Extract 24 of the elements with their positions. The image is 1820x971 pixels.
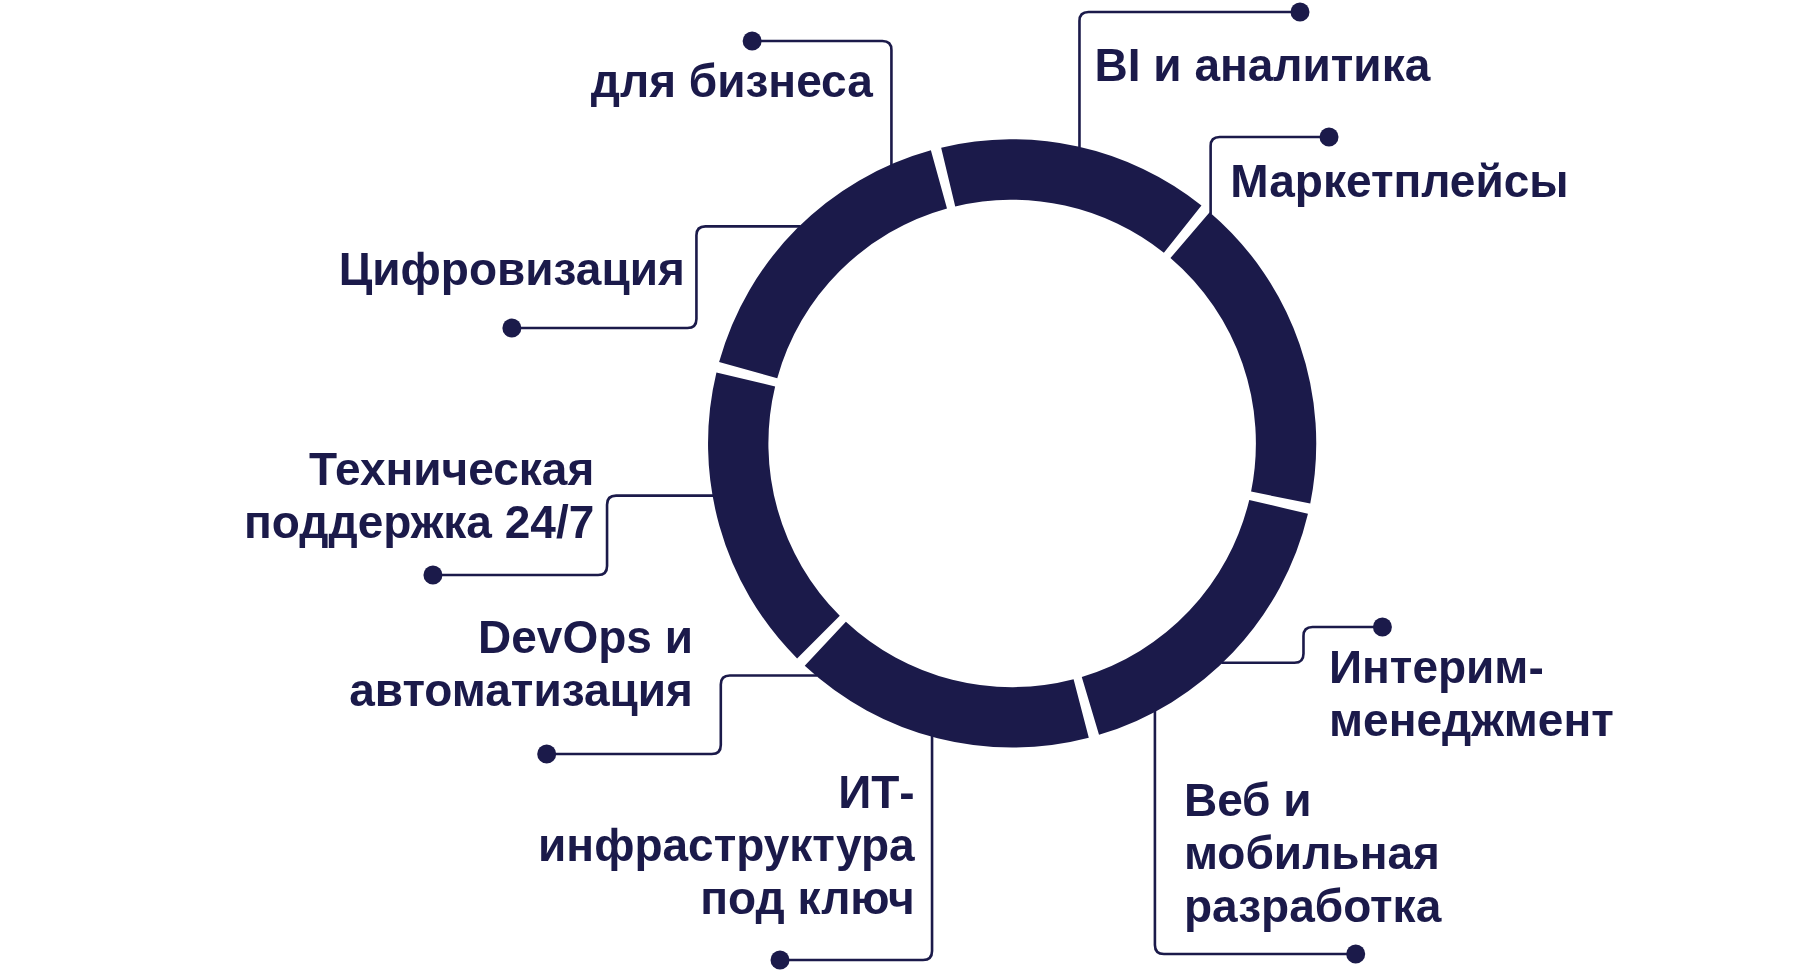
leader-line [1209,127,1339,215]
ring-segment [804,621,1089,748]
service-label: ИТ-инфраструктура под ключ [496,765,915,960]
service-label: Маркетплейсы [1230,136,1649,208]
ring-segment [1170,212,1317,504]
leader-line [1078,2,1310,148]
leader-line [423,494,714,585]
leader-line [537,674,818,764]
service-label: для бизнеса [455,40,873,108]
ring-segment [719,150,947,379]
leader-line [502,225,801,338]
ring-segment [941,139,1202,253]
leader-line [742,31,893,166]
leader-line [1221,617,1392,665]
leader-line [1153,710,1366,964]
service-label: BI и аналитика [1094,11,1513,92]
service-label: Веб и мобильная разработка [1183,773,1521,954]
service-label: Интерим-менеджмент [1329,626,1678,747]
ring-segment [708,372,840,659]
service-label: Цифровизация [266,243,685,329]
leader-line [770,735,934,970]
ring-segment [1081,499,1308,735]
service-label: DevOps и автоматизация [275,611,693,755]
service-label: Техническая поддержка 24/7 [153,442,595,575]
